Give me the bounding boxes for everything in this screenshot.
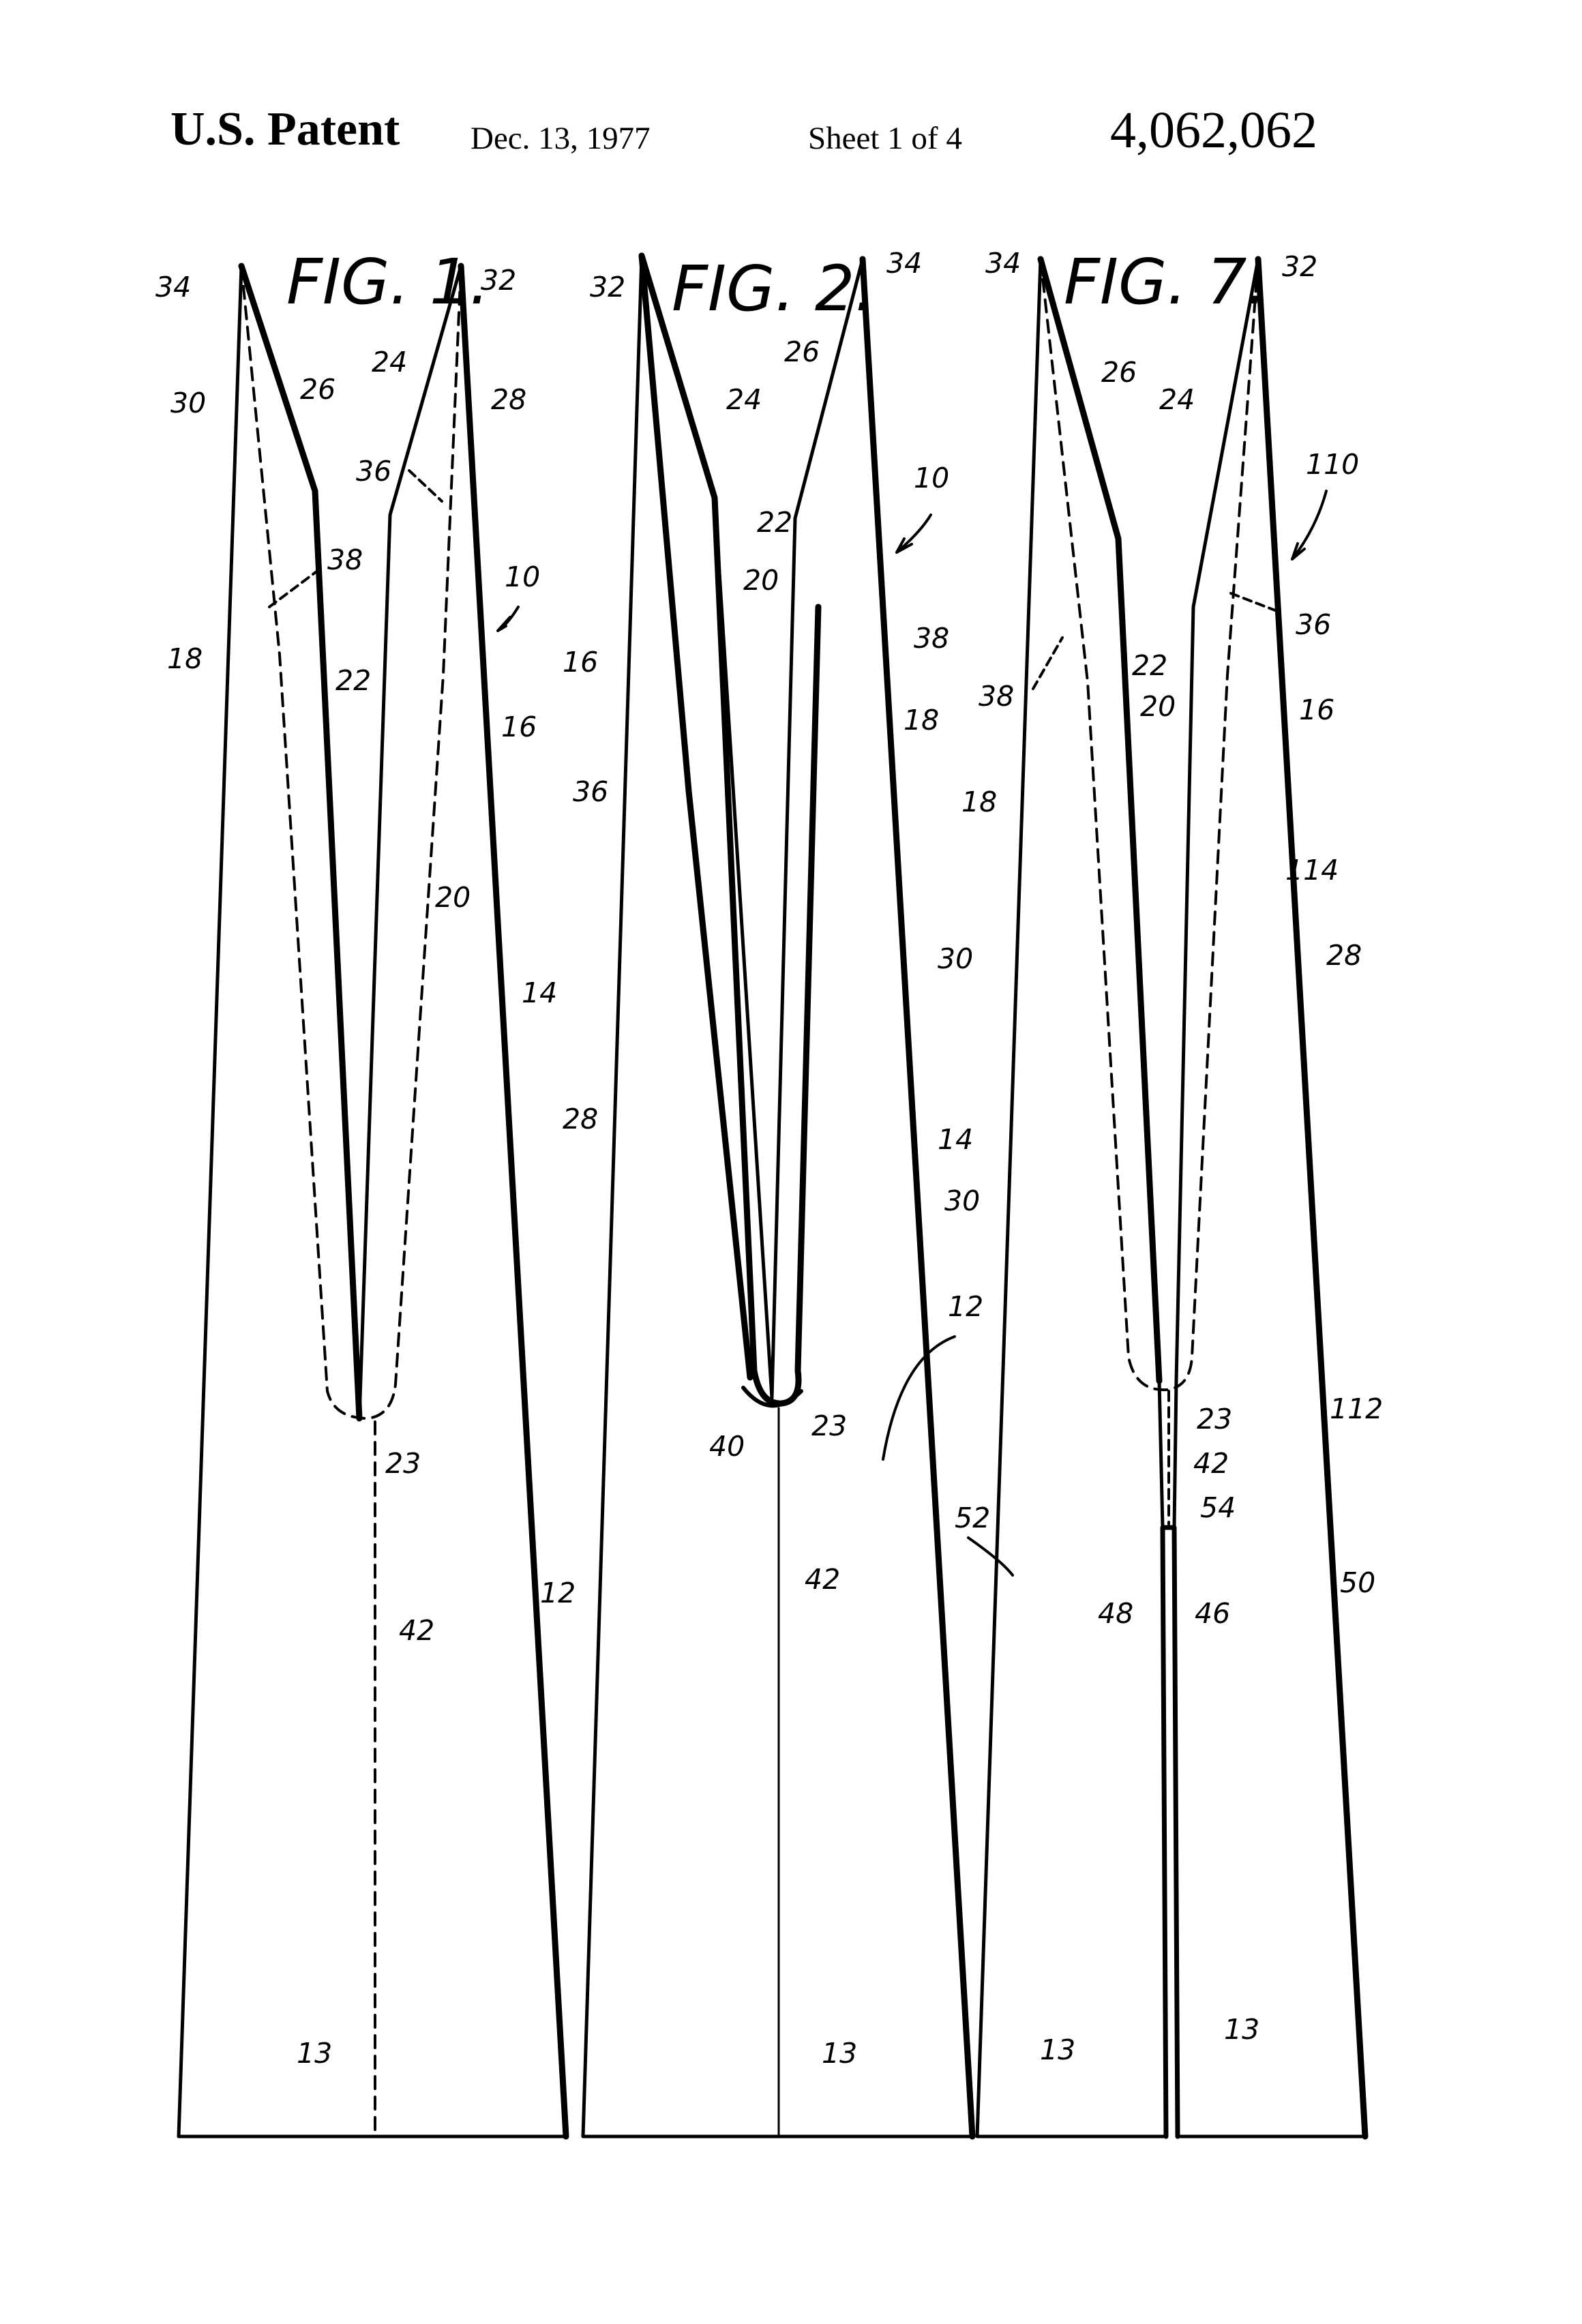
fig7-label: 34 [985,247,1021,280]
fig2-label: 28 [563,1103,598,1135]
fig1-label: 26 [300,373,335,406]
fig1-thick-left-fold [238,263,363,1422]
fig1-drawing [177,263,569,2140]
fig1-label: 18 [167,642,203,675]
fig1-label: 34 [155,271,191,303]
fig1-outline [177,264,568,2139]
fig7-label: 32 [1282,250,1317,283]
fig7-label: 38 [979,680,1014,713]
fig1-label: 28 [491,383,526,416]
fig1-label: 20 [435,881,471,914]
fig1-title: FIG. 1. [286,245,490,318]
fig7-label: 13 [1224,2013,1259,2046]
fig2-label: 13 [822,2037,857,2070]
fig7-label: 26 [1101,356,1137,389]
fig2-label: 10 [914,462,949,494]
leader-12-fig2 [882,1335,956,1461]
fig2-label: 18 [904,704,939,736]
fig1-label: 14 [522,977,557,1009]
fig7-right-panel [1172,257,1367,2139]
fig7-dashed-36 [1229,592,1277,612]
fig1-labels: 34 26 30 38 18 22 24 32 28 36 10 16 20 1… [155,264,576,2070]
patent-date: Dec. 13, 1977 [471,121,651,156]
fig2-label: 26 [784,336,820,368]
fig2-label: 32 [590,271,625,303]
fig7-label: 23 [1197,1403,1232,1435]
fig7-dashed-38 [1032,636,1064,690]
fig7-label: 50 [1340,1566,1375,1599]
fig7-thick-right-edge [1255,256,1369,2140]
fig2-thick-left-fold [638,252,822,1407]
fig1-label: 36 [356,455,391,488]
fig1-label: 16 [501,711,537,743]
fig7-label: 114 [1285,854,1339,887]
arrow-10-fig1 [496,606,520,632]
fig1-label: 42 [399,1614,434,1647]
fig2-title: FIG. 2. [672,252,875,325]
reference-arrows [496,490,1328,1577]
fig2-thick-fold-36 [638,252,753,1381]
fig2-thick-right-edge [859,256,976,2140]
fig7-label: 48 [1098,1597,1133,1630]
fig7-dashed-fold [1039,258,1259,1392]
fig2-label: 30 [944,1185,980,1217]
fig2-label: 20 [743,564,779,597]
fig7-label: 42 [1193,1447,1229,1480]
fig1-dashed-38 [268,565,325,608]
fig7-label: 16 [1299,694,1334,726]
fig7-title: FIG. 7. [1064,245,1267,318]
fig2-label: 24 [726,383,762,416]
fig7-label: 18 [961,786,997,818]
fig7-slit-48-46 [1160,1525,1180,2139]
fig1-label: 13 [297,2037,332,2070]
fig2-label: 52 [955,1502,990,1534]
fig7-label: 110 [1306,448,1359,481]
fig1-dashed-fold [240,265,462,1420]
fig7-left-panel [975,257,1168,2139]
fig7-thick-left-fold [1037,256,1163,1384]
fig2-label: 22 [757,506,792,539]
fig1-label: 22 [335,664,371,697]
fig1-label: 38 [327,543,363,576]
fig7-label: 112 [1330,1392,1383,1425]
arrow-110-fig7 [1291,490,1328,561]
fig2-drawing [581,252,976,2140]
fig7-label: 36 [1296,608,1331,641]
fig2-label: 12 [948,1290,983,1323]
fig2-label: 42 [805,1563,840,1596]
fig7-drawing [975,256,1369,2140]
fig7-label: 24 [1159,383,1195,416]
fig1-thick-right-edge [458,263,569,2140]
fig2-label: 36 [573,775,608,808]
fig1-label: 10 [505,561,540,593]
fig2-label: 40 [709,1430,745,1463]
fig1-label: 32 [481,264,516,297]
fig1-dashed-36 [408,469,443,503]
fig7-label: 22 [1132,649,1167,682]
fig7-label: 13 [1040,2034,1075,2066]
leader-52-fig2 [967,1536,1014,1577]
fig2-label: 23 [811,1410,847,1442]
fig1-label: 23 [385,1447,421,1480]
patent-title: U.S. Patent [170,103,400,155]
fig7-label: 20 [1140,690,1176,723]
sheet-number: Sheet 1 of 4 [808,121,962,156]
arrow-10-fig2 [895,513,932,554]
fig1-label: 24 [372,346,407,378]
fig7-label: 54 [1200,1491,1236,1524]
fig7-label: 28 [1326,939,1362,972]
fig1-label: 30 [170,387,206,419]
fig2-label: 34 [886,247,922,280]
fig2-labels: 32 34 26 24 22 10 20 16 38 18 36 28 14 3… [563,247,990,2070]
patent-number: 4,062,062 [1110,102,1317,159]
fig2-label: 14 [938,1123,973,1156]
fig2-tab-40 [741,1386,803,1408]
fig7-label: 30 [938,942,973,975]
fig7-labels: 34 32 26 24 110 36 22 38 20 16 18 114 30… [938,247,1383,2066]
fig2-label: 16 [563,646,598,679]
fig7-label: 46 [1195,1597,1230,1630]
fig1-label: 12 [540,1577,576,1609]
fig2-label: 38 [914,622,949,655]
